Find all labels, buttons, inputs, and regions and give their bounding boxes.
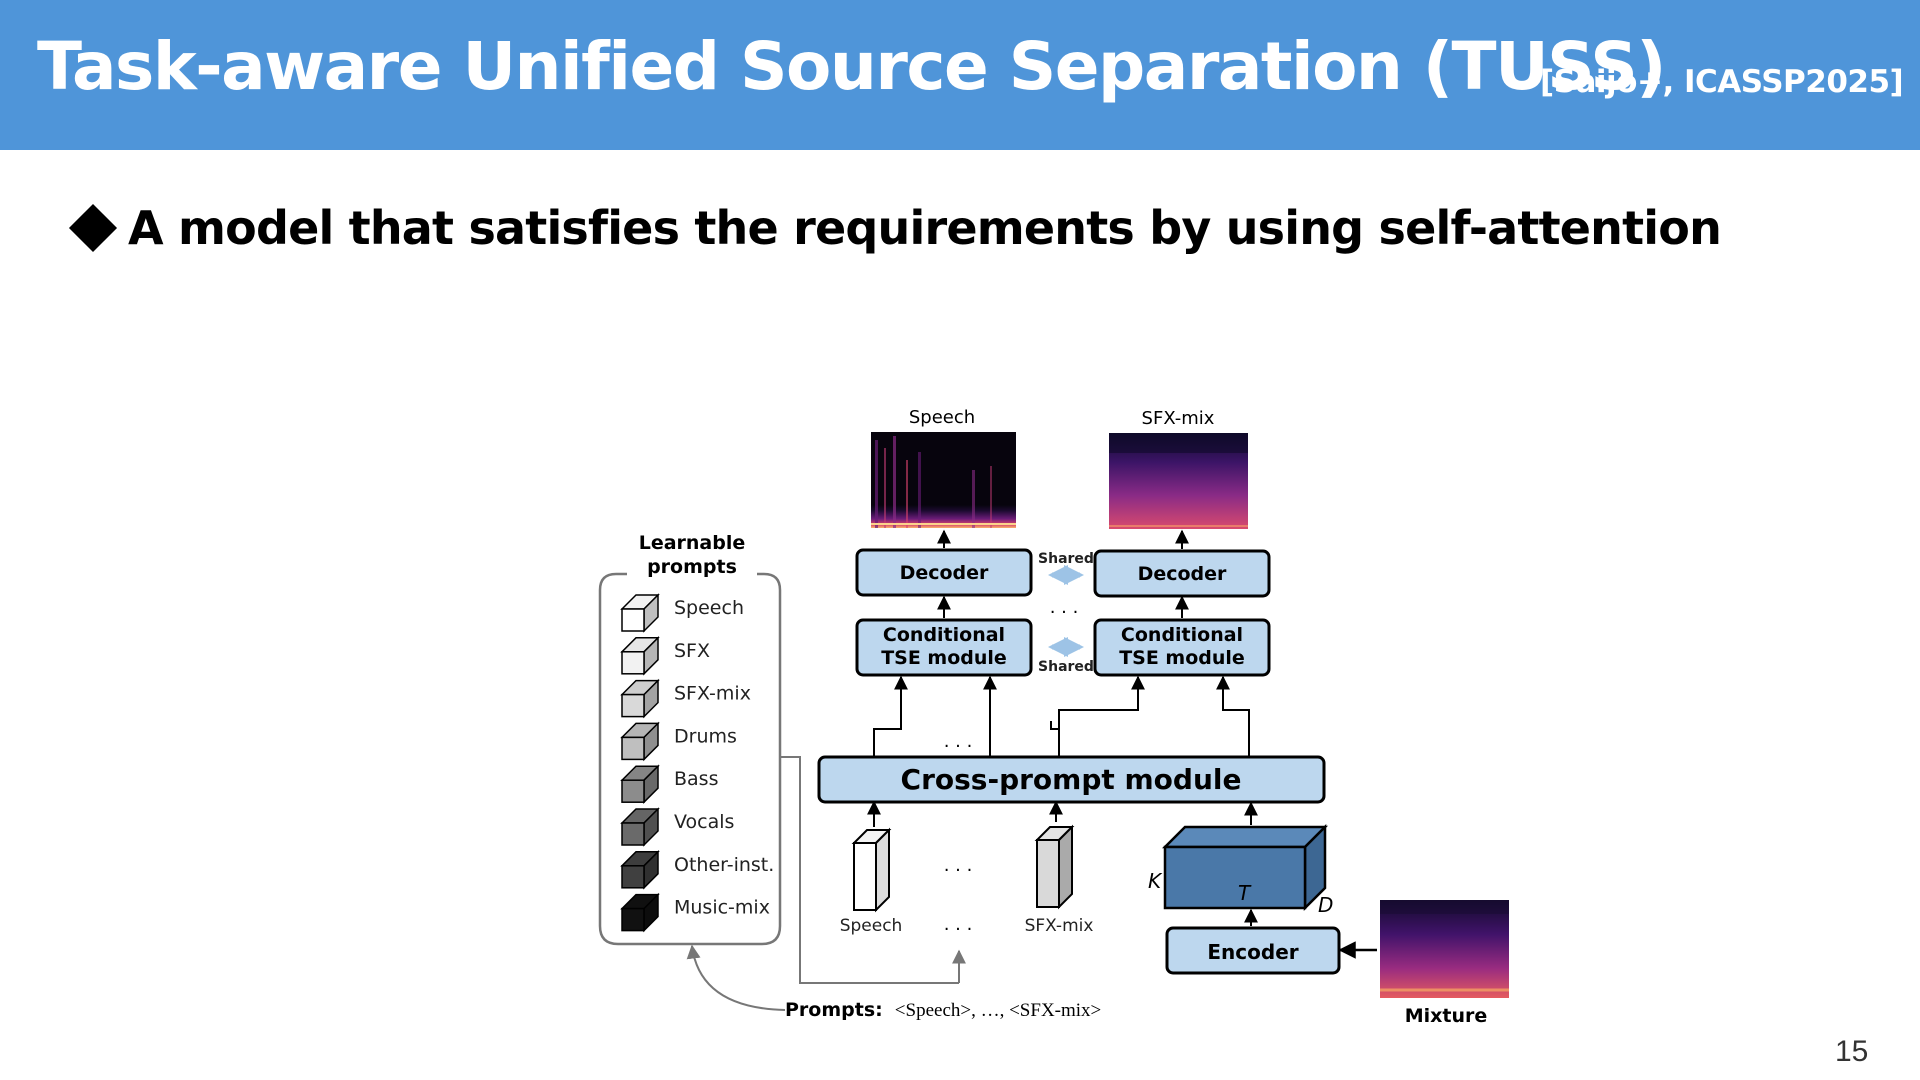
shared-label-top: Shared: [1038, 551, 1094, 567]
token-label-sfx-mix: SFX-mix: [1025, 916, 1094, 936]
tensor-axis-d: D: [1318, 893, 1333, 917]
prompt-list-item: Vocals: [674, 811, 734, 833]
output-label-sfx-mix: SFX-mix: [1142, 408, 1215, 429]
tse-module-right: [1093, 618, 1271, 677]
prompts-caption: Prompts: <Speech>, …, <SFX-mix>: [785, 999, 1101, 1021]
page-number: 15: [1835, 1035, 1869, 1068]
prompt-list-item: Bass: [674, 768, 718, 790]
prompt-list-item: SFX-mix: [674, 683, 751, 705]
cross-prompt-module: [817, 755, 1326, 804]
token-label-speech: Speech: [840, 916, 903, 936]
sfx-mix-output-spectrogram: [1109, 433, 1248, 529]
prompt-list-item: SFX: [674, 640, 710, 662]
prompt-list-item: Speech: [674, 597, 744, 619]
output-label-speech: Speech: [909, 407, 975, 428]
prompt-cube-icon: [620, 678, 660, 719]
prompt-cube-icon: [620, 721, 660, 762]
learnable-prompts-panel: [598, 572, 782, 946]
title-bar: Task-aware Unified Source Separation (TU…: [0, 0, 1920, 150]
tse-left-line2: TSE module: [881, 647, 1007, 669]
prompt-cube-icon: [620, 892, 660, 933]
tensor-axis-k: K: [1148, 869, 1163, 893]
shared-label-bottom: Shared: [1038, 659, 1094, 675]
prompt-list-item: Music-mix: [674, 897, 770, 919]
prompt-list-item: Drums: [674, 725, 737, 747]
prompt-cube-icon: [620, 593, 660, 633]
token-label-ellipsis: . . .: [944, 914, 973, 935]
encoder-box: [1165, 926, 1341, 975]
prompt-cube-icon: [620, 849, 660, 890]
prompts-caption-bold: Prompts:: [785, 999, 883, 1021]
cross-to-tse-connectors: [873, 675, 1250, 756]
decoder-right-label: Decoder: [1138, 563, 1227, 585]
decoder-left-label: Decoder: [900, 562, 989, 584]
tse-right-line1: Conditional: [1121, 624, 1243, 646]
slide-citation: [Saijo+, ICASSP2025]: [1540, 64, 1904, 100]
feature-tensor: [1161, 823, 1329, 912]
prompts-caption-arrow: [686, 944, 786, 1011]
prompt-cube-icon: [620, 807, 660, 847]
decoder-right: [1093, 549, 1271, 598]
tensor-axis-t: T: [1238, 881, 1252, 905]
sfx-mix-token: [1034, 824, 1075, 910]
slide-title: Task-aware Unified Source Separation (TU…: [37, 28, 1666, 105]
speech-token: [851, 827, 892, 913]
tse-right-line2: TSE module: [1119, 647, 1245, 669]
prompts-caption-rest: <Speech>, …, <SFX-mix>: [895, 1000, 1101, 1021]
prompt-cube-icon: [620, 764, 660, 805]
decoder-left: [855, 548, 1033, 597]
encoder-label: Encoder: [1207, 940, 1298, 964]
prompt-list-item: Other-inst.: [674, 854, 774, 876]
speech-output-spectrogram: [871, 432, 1016, 528]
prompt-cube-icon: [620, 635, 660, 676]
shared-ellipsis: . . .: [1050, 597, 1079, 618]
mixture-label: Mixture: [1405, 1005, 1488, 1027]
bullet-text: A model that satisfies the requirements …: [128, 201, 1722, 255]
mixture-spectrogram: [1380, 900, 1509, 998]
panel-to-prompts-connector: [781, 756, 959, 984]
bullet-point: A model that satisfies the requirements …: [68, 198, 1722, 258]
cross-prompt-ellipsis: . . .: [944, 731, 973, 752]
learnable-prompts-title-line1: Learnable: [639, 532, 746, 554]
token-ellipsis: . . .: [944, 855, 973, 876]
tse-left-line1: Conditional: [883, 624, 1005, 646]
learnable-prompts-title-line2: prompts: [647, 556, 737, 578]
tse-module-left: [855, 618, 1033, 677]
cross-prompt-module-label: Cross-prompt module: [901, 763, 1242, 796]
